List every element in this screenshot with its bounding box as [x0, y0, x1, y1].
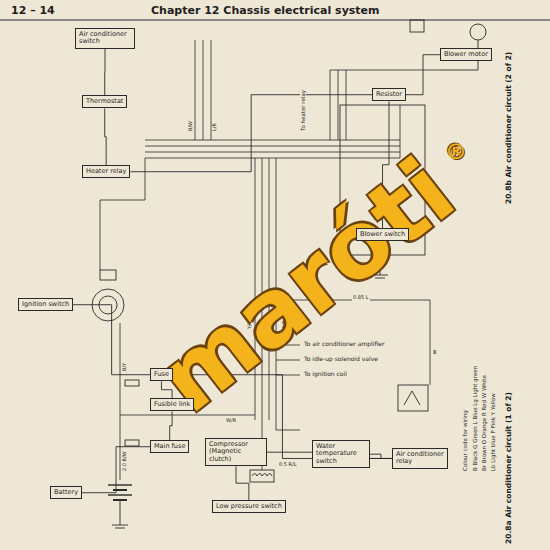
blower-motor-symbol — [470, 24, 486, 40]
component-box: Fuse — [150, 368, 173, 381]
component-label: Fuse — [154, 371, 169, 378]
harness-wire — [276, 420, 300, 430]
harness-wire — [330, 70, 331, 140]
wire-connector — [370, 454, 392, 458]
harness-wire — [203, 40, 204, 140]
connector-symbol — [410, 20, 424, 32]
component-label: Air conditioner relay — [396, 451, 444, 466]
diagram-label: B Black G Green L Blue Lg Light green — [472, 365, 478, 472]
component-box: Ignition switch — [18, 298, 73, 311]
component-label: Ignition switch — [22, 301, 69, 308]
harness-wire — [330, 70, 440, 71]
diagram-label: To ignition coil — [303, 371, 348, 378]
relay-contact — [404, 391, 420, 405]
harness-wire — [145, 152, 400, 153]
harness-wire — [145, 140, 400, 141]
header-rule — [0, 19, 550, 20]
diagram-label: Br Brown O Orange R Red W White — [481, 374, 487, 472]
wire — [120, 500, 121, 525]
diagram-label: B — [432, 350, 437, 356]
diagram-label: To idle-up solenoid valve — [303, 356, 379, 363]
page-title: Chapter 12 Chassis electrical system — [150, 5, 381, 17]
component-box: Compressor (Magnetic clutch) — [205, 438, 267, 466]
diagram-label: maróti — [140, 140, 472, 430]
diagram-label: 0.5 R/L — [278, 462, 298, 468]
harness-wire — [338, 70, 339, 140]
relay-symbol — [398, 385, 428, 411]
wire-connector — [236, 466, 249, 500]
component-label: Resistor — [376, 91, 402, 98]
diagram-label: B/W — [188, 120, 194, 132]
harness-wire — [346, 70, 347, 140]
wire-connector — [170, 411, 172, 440]
battery-symbol — [108, 484, 132, 485]
component-label: Blower switch — [360, 231, 405, 238]
component-box: Blower switch — [356, 228, 409, 241]
diagram-label: To heater relay — [300, 89, 306, 132]
battery-symbol — [108, 494, 132, 495]
component-label: Fusible link — [154, 401, 190, 408]
component-label: Blower motor — [444, 51, 488, 58]
component-box: Low pressure switch — [212, 500, 286, 513]
component-box: Water temperature switch — [312, 440, 370, 468]
ground-symbol — [112, 525, 128, 526]
component-box: Heater relay — [82, 165, 130, 178]
component-box: Battery — [50, 486, 82, 499]
diagram-label: L/R — [212, 122, 218, 132]
wire-connector — [82, 447, 150, 493]
harness-wire — [120, 415, 255, 416]
wire-connector — [105, 108, 106, 165]
wire-connector — [104, 49, 105, 95]
harness-wire — [145, 146, 400, 147]
diagram-label: 12 – 14 — [10, 5, 56, 17]
diagram-label: Lb Light blue P Pink Y Yellow — [490, 392, 496, 472]
component-box: Blower motor — [440, 48, 492, 61]
fuse-symbol — [125, 380, 139, 386]
harness-wire — [145, 158, 400, 159]
harness-wire — [120, 323, 121, 480]
component-label: Water temperature switch — [316, 443, 366, 465]
fuse-symbol — [125, 440, 139, 446]
wire — [440, 70, 478, 71]
diagram-label: W/R — [225, 418, 237, 424]
wire-connector — [73, 305, 150, 375]
component-box: Air conditioner relay — [392, 448, 448, 469]
connector-symbol — [100, 270, 116, 280]
component-box: Main fuse — [150, 440, 189, 453]
wire-connector — [406, 55, 440, 95]
diagram-label: B/Y — [122, 362, 128, 372]
figure-caption: 20.8a Air conditioner circuit (1 of 2) — [505, 391, 513, 545]
component-label: Compressor (Magnetic clutch) — [209, 441, 263, 463]
component-box: Fusible link — [150, 398, 194, 411]
diagram-label: Colour code for wiring — [462, 409, 468, 472]
component-label: Heater relay — [86, 168, 126, 175]
component-label: Low pressure switch — [216, 503, 282, 510]
diagram-label: ® — [445, 140, 467, 164]
harness-wire — [195, 40, 196, 140]
diagram-label: 2.0 B/W — [122, 450, 128, 472]
component-box: Air conditioner switch — [75, 28, 135, 49]
component-box: Thermostat — [82, 95, 127, 108]
component-label: Air conditioner switch — [79, 31, 131, 46]
diagram-label: 20.8b Air conditioner circuit (2 of 2) — [505, 51, 513, 205]
wire-connector — [130, 95, 372, 172]
magnetic-clutch-coil — [250, 470, 274, 482]
ground-symbol — [115, 528, 125, 529]
component-label: Thermostat — [86, 98, 123, 105]
battery-symbol — [113, 489, 127, 491]
component-label: Battery — [54, 489, 78, 496]
coil-winding — [252, 474, 272, 477]
component-label: Main fuse — [154, 443, 185, 450]
component-box: Resistor — [372, 88, 406, 101]
